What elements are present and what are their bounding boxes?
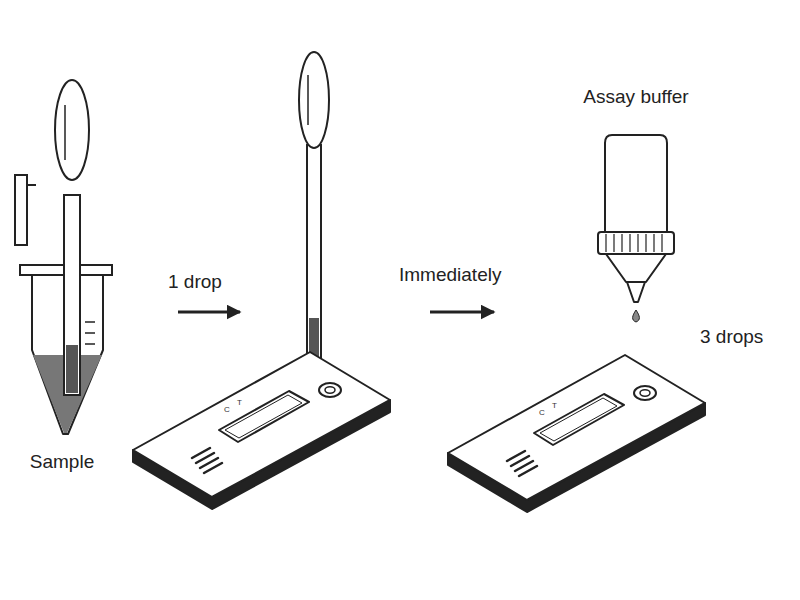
step-label: 3 drops <box>700 327 763 348</box>
arrow <box>178 311 240 314</box>
test-cassette <box>448 355 705 512</box>
buffer-bottle <box>598 135 674 322</box>
sample-label: Sample <box>30 452 94 473</box>
line-marker: T <box>552 402 557 411</box>
arrow <box>430 311 494 314</box>
line-marker: C <box>539 409 545 418</box>
reagent-label: Assay buffer <box>583 87 688 108</box>
line-marker: C <box>224 406 230 415</box>
pipette <box>299 52 329 391</box>
step-label: 1 drop <box>168 272 222 293</box>
line-marker: T <box>237 399 242 408</box>
test-cassette <box>133 352 390 509</box>
sample-tube <box>15 80 112 434</box>
step-label: Immediately <box>399 265 501 286</box>
